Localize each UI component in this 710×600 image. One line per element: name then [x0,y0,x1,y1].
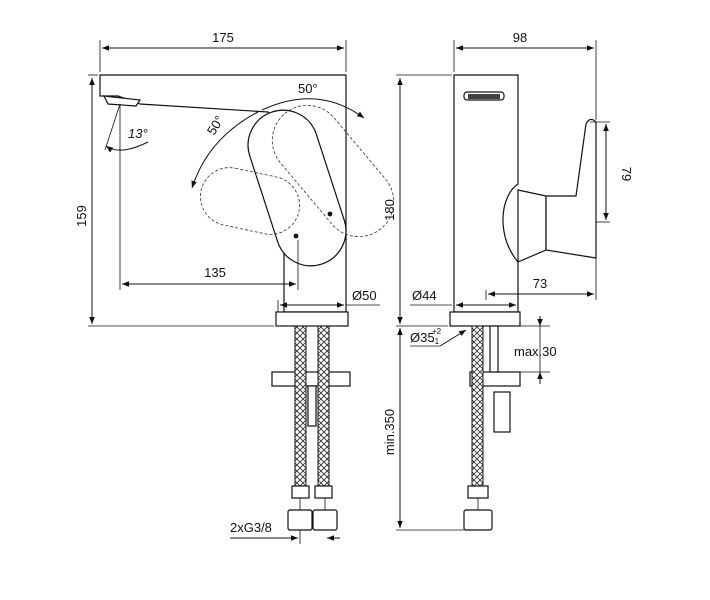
front-aerator-mesh [468,94,500,99]
lever-height-label: 79 [619,167,634,181]
lever-offset-label: 73 [533,276,547,291]
side-aerator [102,95,142,107]
side-view: 175 159 13° 135 50° 50° Ø50 2xG3/8 [74,30,395,544]
front-faucet-body [453,74,519,313]
side-lever-handle [247,109,347,267]
lever-angle-top-label: 50° [298,81,318,96]
spout-angle-label: 13° [128,126,148,141]
hole-tolerance-minus: -1 [432,337,440,346]
hole-diameter-label: Ø35 [410,330,435,345]
front-hose-fitting [463,485,493,531]
connection-label: 2xG3/8 [230,520,272,535]
front-view: 98 180 79 73 Ø44 Ø35 +2 -1 max.30 [382,30,634,531]
front-lever-handle [545,118,597,259]
front-hose [471,325,484,487]
side-threaded-rod [307,385,317,427]
side-hose-left [294,325,307,487]
front-threaded-rod [489,325,499,373]
front-height-label: 180 [382,199,397,221]
side-height-label: 159 [74,205,89,227]
hole-tolerance-plus: +2 [432,327,442,336]
lever-angle-side-label: 50° [204,113,227,138]
hose-length-label: min.350 [382,409,397,455]
side-lever-alt-low [200,167,300,235]
base-diameter-label: Ø50 [352,288,377,303]
side-base-plate [275,311,349,327]
front-width-label: 98 [513,30,527,45]
front-base-plate [449,311,521,327]
deck-thickness-label: max.30 [514,344,557,359]
side-width-label: 175 [212,30,234,45]
side-mounting-plate [271,371,351,387]
side-lever-alt-top [271,104,395,238]
side-hose-fittings [287,485,338,531]
side-hose-right [317,325,330,487]
front-lever [517,189,547,263]
front-rod-nut [493,391,511,433]
body-diameter-label: Ø44 [412,288,437,303]
lever-reach-label: 135 [204,265,226,280]
